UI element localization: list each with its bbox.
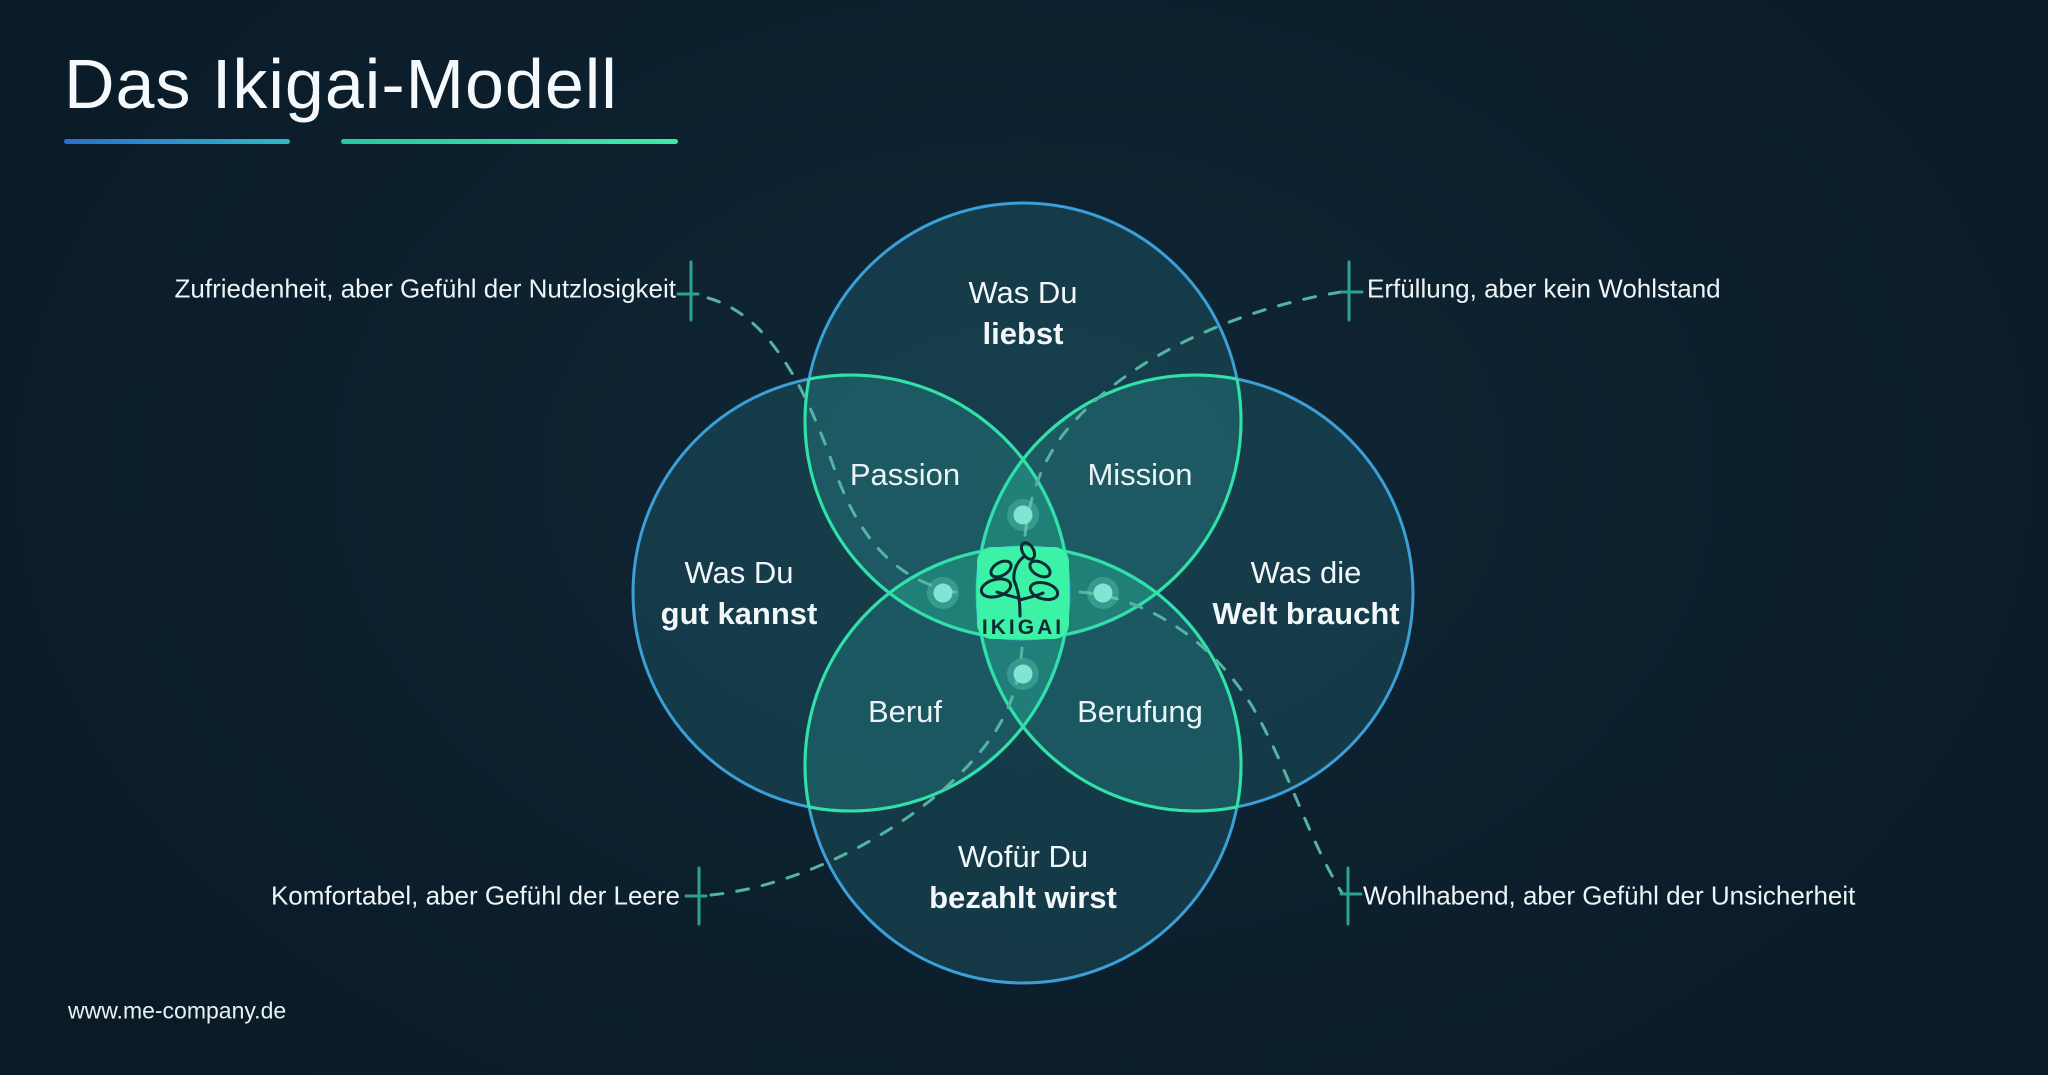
circle-right [977, 375, 1413, 811]
sprout-leaf-right-low [1028, 580, 1060, 602]
dashed-curve-top-left [706, 296, 967, 596]
sprout-branch-right [1017, 591, 1045, 602]
intersection-label-passion: Passion [849, 457, 961, 492]
footer-url: www.me-company.de [68, 997, 287, 1024]
intersection-label-beruf: Beruf [867, 694, 943, 729]
waypoint-dot-left [933, 583, 953, 603]
circle-left [633, 375, 1069, 811]
sprout-stem-top [1012, 554, 1027, 582]
circle-label-right-line1: Was die [1250, 555, 1362, 590]
petal-fills [804, 374, 1242, 812]
waypoint-dot-bottom [1013, 664, 1033, 684]
center-badge [977, 547, 1069, 639]
circle-label-bottom-line2: bezahlt wirst [929, 880, 1117, 915]
sprout-icon [979, 541, 1060, 618]
dashed-curve-bottom-left [709, 646, 1024, 897]
sprout-branch-left [995, 590, 1020, 600]
title-underline-right [341, 139, 678, 144]
circle-label-top-line2: liebst [982, 316, 1064, 351]
annotation-top-left: Zufriedenheit, aber Gefühl der Nutzlosig… [174, 273, 677, 304]
annotation-bottom-left: Komfortabel, aber Gefühl der Leere [270, 880, 680, 911]
circle-label-left-line2: gut kannst [660, 596, 818, 631]
sprout-leaf-left-low [979, 577, 1013, 599]
circle-label-top-line1: Was Du [968, 275, 1078, 310]
waypoint-dot-right [1093, 583, 1113, 603]
circle-bottom [805, 547, 1241, 983]
circle-fills [633, 203, 1413, 983]
intersection-label-mission: Mission [1087, 457, 1193, 492]
circle-label-right-line2: Welt braucht [1212, 596, 1400, 631]
circle-top [805, 203, 1241, 639]
ikigai-label: IKIGAI [981, 616, 1065, 639]
circle-label-left-line1: Was Du [684, 555, 794, 590]
annotation-bottom-right: Wohlhabend, aber Gefühl der Unsicherheit [1363, 880, 1856, 911]
circle-label-bottom-line1: Wofür Du [957, 839, 1089, 874]
annotation-ticks [676, 260, 1364, 926]
sprout-leaf-right-high [1028, 559, 1052, 579]
annotation-top-right: Erfüllung, aber kein Wohlstand [1367, 273, 1721, 304]
intersection-label-berufung: Berufung [1077, 694, 1203, 729]
circle-label-right: Was die Welt braucht [1212, 552, 1399, 634]
waypoint-dots [927, 499, 1119, 690]
dashed-curve-top-right [1022, 290, 1343, 547]
sprout-leaf-top [1019, 541, 1037, 561]
circle-label-top: Was Du liebst [968, 272, 1077, 354]
circle-label-left: Was Du gut kannst [661, 552, 818, 634]
sprout-leaf-left-high [989, 559, 1013, 579]
dashed-curve-bottom-right [1078, 590, 1344, 895]
title-underline-left [64, 139, 290, 144]
dashed-curves [706, 290, 1344, 897]
waypoint-dot-top [1013, 505, 1033, 525]
page-title: Das Ikigai-Modell [64, 45, 618, 123]
circle-label-bottom: Wofür Du bezahlt wirst [929, 836, 1117, 918]
